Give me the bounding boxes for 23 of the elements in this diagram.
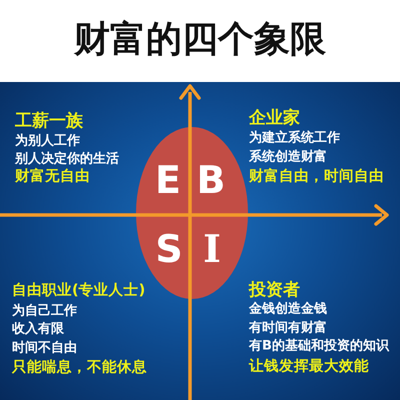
description-line: 为建立系统工作 <box>249 132 340 146</box>
highlight-line: 只能喘息，不能休息 <box>12 360 147 376</box>
description-line: 收入有限 <box>12 322 64 338</box>
description-line: 时间不自由 <box>12 342 77 356</box>
highlight-line: 财富自由，时间自由 <box>249 168 384 186</box>
description-line: 有B的基础和投资的知识 <box>249 340 389 354</box>
description-line: 别人决定你的生活 <box>15 152 119 168</box>
title: 财富的四个象限 <box>72 18 327 62</box>
quadrant-letter: I <box>203 230 221 268</box>
quadrant-letter: E <box>155 161 181 199</box>
highlight-line: 让钱发挥最大效能 <box>249 358 369 376</box>
quadrant-heading: 自由职业(专业人士) <box>12 282 146 300</box>
description-line: 系统创造财富 <box>249 150 327 166</box>
quadrant-heading: 投资者 <box>249 281 300 301</box>
highlight-line: 财富无自由 <box>15 168 90 186</box>
description-line: 有时间有财富 <box>249 322 327 336</box>
description-line: 为别人工作 <box>15 134 80 150</box>
description-line: 为自己工作 <box>12 304 77 320</box>
quadrant-letter: S <box>155 230 183 268</box>
quadrant-heading: 工薪一族 <box>15 112 83 132</box>
quadrant-letter: B <box>196 161 226 199</box>
quadrant-heading: 企业家 <box>249 109 300 129</box>
description-line: 金钱创造金钱 <box>249 302 327 318</box>
